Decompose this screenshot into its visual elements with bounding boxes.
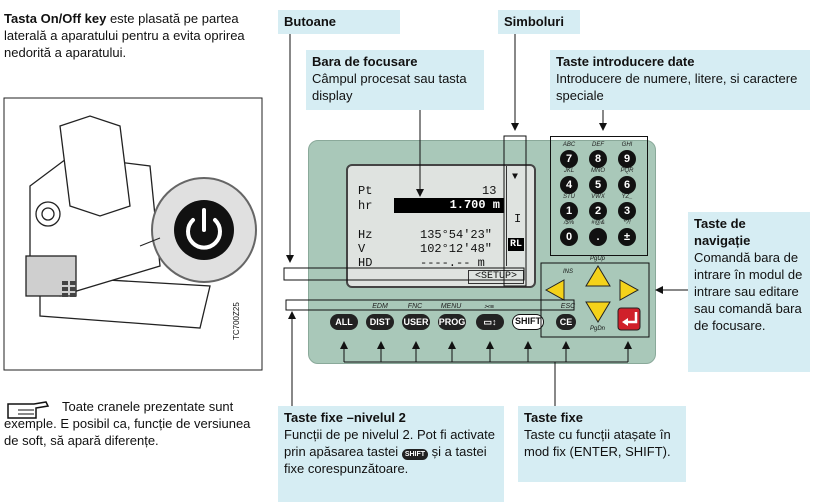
intro-bold: Tasta On/Off key — [4, 11, 107, 26]
total-station-illustration — [3, 97, 263, 371]
key-top-label: ✂≡ — [484, 304, 494, 311]
key-ce[interactable]: CE — [556, 314, 576, 330]
nav-left-key[interactable] — [544, 279, 565, 301]
key-top-label: EDM — [372, 303, 388, 310]
key-top-label: MENU — [440, 303, 462, 310]
nav-label-pgdn: PgDn — [590, 326, 606, 332]
num-key-letters: #@& — [591, 220, 605, 226]
enter-key[interactable] — [617, 307, 641, 331]
display-value-v: 102°12'48" — [420, 242, 493, 256]
rl-symbol: RL — [508, 238, 525, 251]
display-row-v: V — [358, 242, 366, 256]
nav-right-key[interactable] — [619, 279, 640, 301]
num-key-letters: JKL — [563, 168, 575, 174]
num-key-letters: ABC — [562, 142, 576, 148]
num-key-letters: VWX — [591, 194, 605, 200]
intro-body: este plasată pe partea laterală a aparat… — [4, 11, 245, 60]
key-top-label: FNC — [407, 303, 423, 310]
num-key-letters: DEF — [592, 142, 604, 148]
num-key[interactable]: 2 — [589, 202, 607, 220]
numeric-keypad — [550, 136, 648, 256]
nav-label-pgup: PgUp — [590, 256, 606, 262]
symbols-column — [506, 166, 531, 266]
key-dist[interactable]: DIST — [366, 314, 394, 330]
power-icon — [186, 208, 222, 250]
display-value-hd: ----.-- m — [420, 256, 485, 270]
display-row-hz: Hz — [358, 228, 373, 242]
nav-label-ins: INS — [563, 269, 574, 275]
callout-simboluri: Simboluri — [498, 10, 580, 34]
key-all[interactable]: ALL — [330, 314, 358, 330]
num-key-letters: STU — [563, 194, 575, 200]
display-row-hr: hr — [358, 199, 373, 213]
num-key-letters: GHI — [621, 142, 633, 148]
num-key[interactable]: 5 — [589, 176, 607, 194]
num-key[interactable]: 0 — [560, 228, 578, 246]
display-value-hz: 135°54'23" — [420, 228, 493, 242]
num-key-letters: YZ_ — [621, 194, 633, 200]
key-top-label: ESC — [560, 303, 576, 310]
num-key-letters: PQR — [620, 168, 634, 174]
num-key[interactable]: 6 — [618, 176, 636, 194]
num-key[interactable]: . — [589, 228, 607, 246]
display-row-pt: Pt — [358, 184, 373, 198]
intro-text: Tasta On/Off key este plasată pe partea … — [4, 10, 264, 61]
shift-key-icon: SHIFT — [401, 449, 429, 460]
key-prog[interactable]: PROG — [438, 314, 466, 330]
key-user[interactable]: USER — [402, 314, 430, 330]
key-shift[interactable]: SHIFT — [512, 314, 544, 330]
num-key[interactable]: 3 — [618, 202, 636, 220]
display-row-hd: HD — [358, 256, 373, 270]
num-key[interactable]: 7 — [560, 150, 578, 168]
num-key[interactable]: ± — [618, 228, 636, 246]
num-key[interactable]: 9 — [618, 150, 636, 168]
focus-bar[interactable]: 1.700 m — [394, 198, 504, 213]
num-key[interactable]: 8 — [589, 150, 607, 168]
callout-butoane: Butoane — [278, 10, 400, 34]
scroll-arrow-icon: ▼ — [512, 172, 519, 183]
nav-down-key[interactable] — [585, 301, 611, 323]
num-key-letters: *?! — [623, 220, 631, 226]
cursor-symbol: I — [514, 212, 522, 226]
num-key-letters: /$% — [563, 220, 575, 226]
nav-up-key[interactable] — [585, 265, 611, 287]
display-value-pt: 13 — [482, 184, 497, 198]
num-key[interactable]: 1 — [560, 202, 578, 220]
note-text: Toate cranele prezentate sunt exemple. E… — [4, 399, 251, 448]
num-key-letters: MNO — [591, 168, 605, 174]
key-illumination[interactable]: ▭↕ — [476, 314, 504, 330]
pointing-hand-icon — [7, 401, 50, 419]
num-key[interactable]: 4 — [560, 176, 578, 194]
